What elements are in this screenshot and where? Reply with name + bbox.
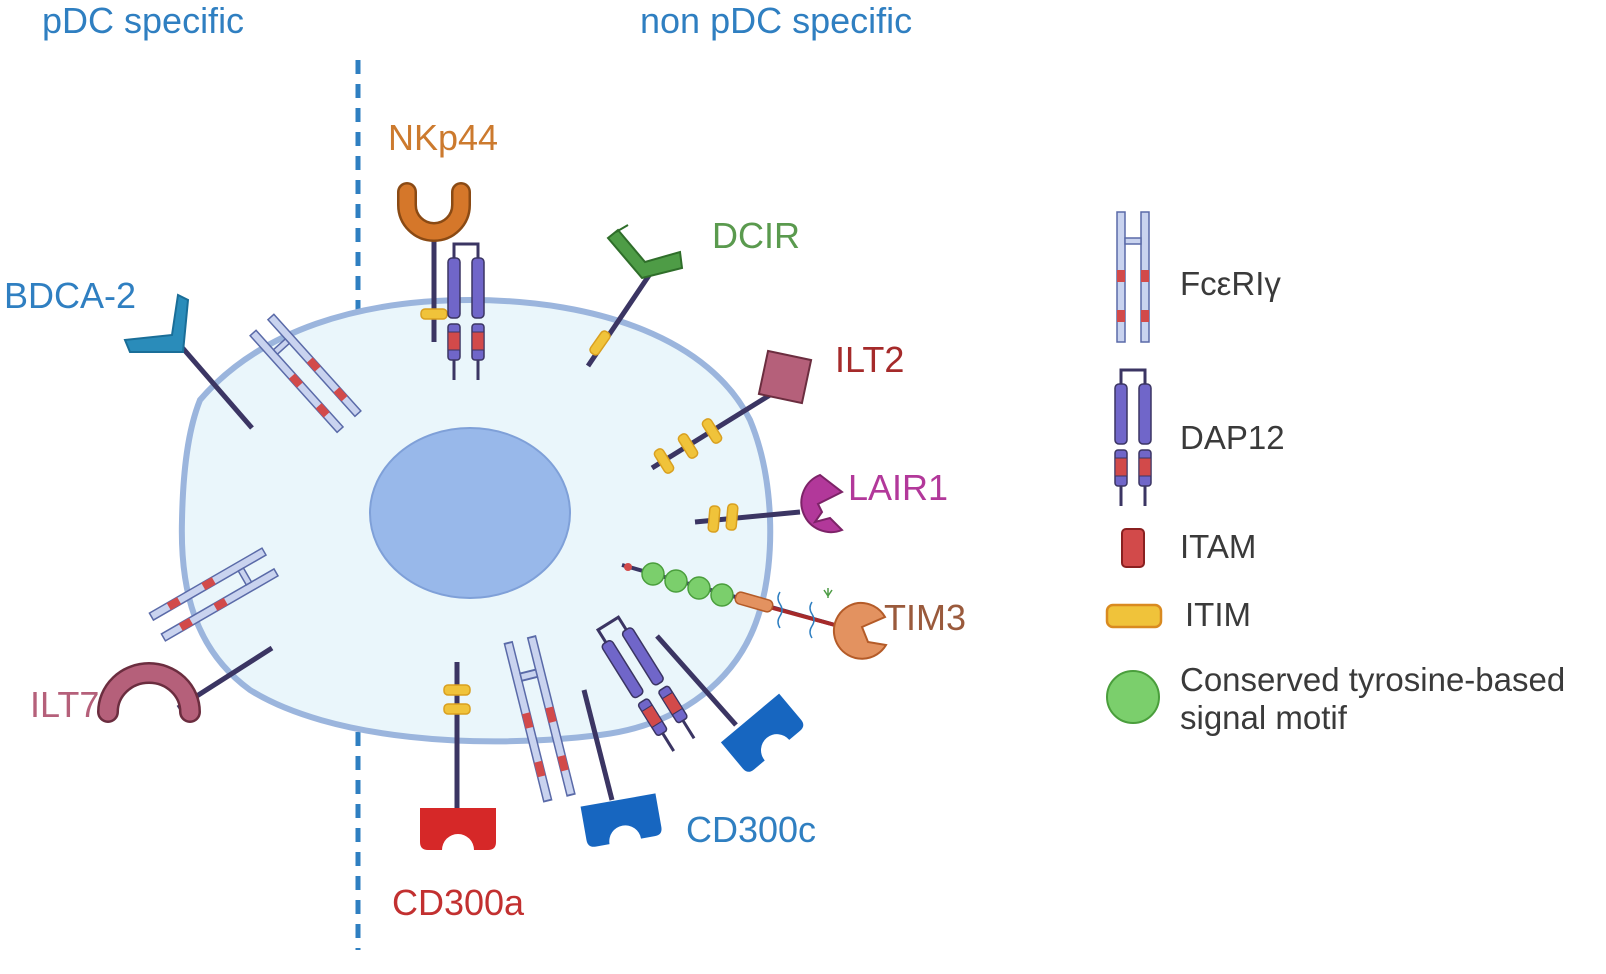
ilt7-receptor [97,548,278,723]
ilt2-receptor [650,349,813,476]
tim3-motif-4 [710,583,734,607]
legend-itim-label: ITIM [1185,596,1251,633]
cd300a-receptor [420,662,496,850]
legend-motif-label-line1: Conserved tyrosine-based [1180,661,1565,698]
legend: FcεRIγ DAP12 ITAM ITIM Conserved tyrosin… [1105,212,1565,736]
tim3-receptor [621,562,888,660]
nkp44-receptor [397,182,486,382]
tim3-label: TIM3 [884,597,966,638]
legend-itam-label: ITAM [1180,528,1256,565]
tim3-motif-2 [664,569,688,593]
itam-box-icon [1121,528,1145,568]
bdca2-label: BDCA-2 [4,275,136,316]
ilt7-label: ILT7 [30,684,99,725]
legend-motif-label-line2: signal motif [1180,699,1348,736]
tim3-motif-3 [687,576,711,600]
cd300a-label: CD300a [392,882,525,923]
nucleus [369,427,571,599]
lair1-receptor [694,473,844,534]
ilt2-label: ILT2 [835,339,904,380]
lair1-label: LAIR1 [848,467,948,508]
legend-fcer-label: FcεRIγ [1180,265,1281,302]
pdc-specific-header: pDC specific [42,0,244,41]
tim3-motif-1 [641,562,665,586]
bdca2-receptor [123,293,361,432]
signal-motif-circle-icon [1106,670,1160,724]
cd300c-label: CD300c [686,809,816,850]
non-pdc-specific-header: non pDC specific [640,0,912,41]
dap12-chain-icon [1113,368,1153,508]
dcir-receptor [585,224,684,368]
nkp44-label: NKp44 [388,117,498,158]
dcir-label: DCIR [712,215,800,256]
itim-box-icon [1105,603,1163,629]
fcer-gamma-chain-icon [1117,212,1149,342]
legend-dap12-label: DAP12 [1180,419,1285,456]
cd300c-receptor [504,612,807,848]
